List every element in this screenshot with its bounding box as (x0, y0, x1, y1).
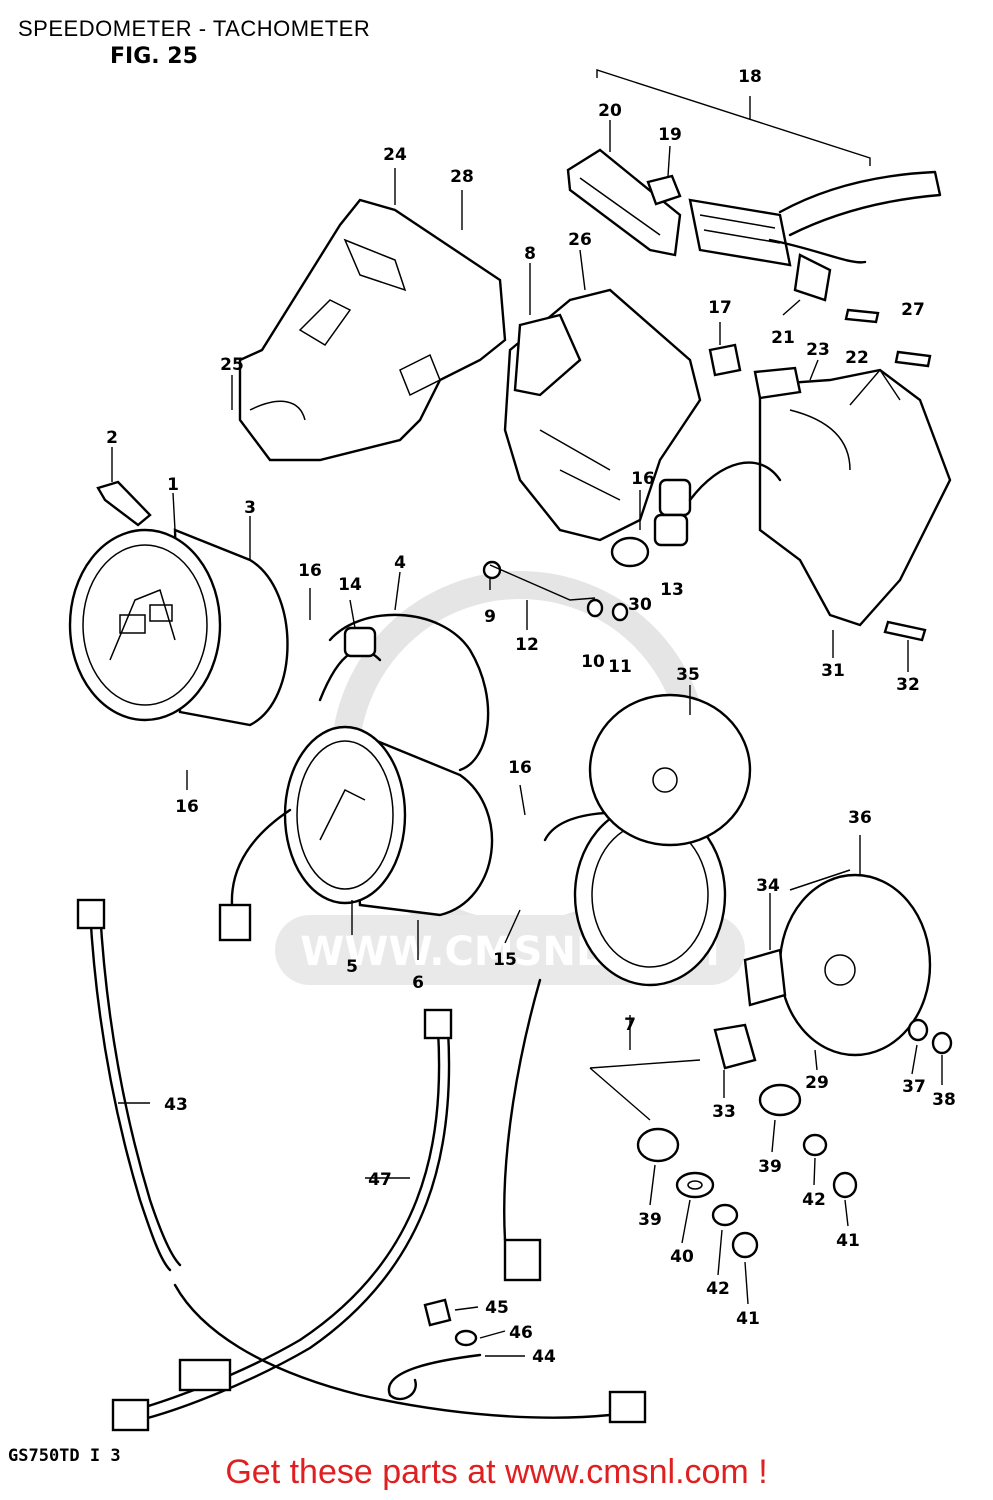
callout-17: 17 (708, 298, 732, 318)
callout-7: 7 (624, 1015, 636, 1035)
part-34-socket (743, 948, 787, 1007)
callout-18: 18 (738, 67, 762, 87)
callout-26: 26 (568, 230, 592, 250)
callout-15: 15 (493, 950, 517, 970)
callout-41a: 41 (836, 1231, 860, 1251)
callout-2: 2 (106, 428, 118, 448)
part-30-grommet (610, 536, 650, 568)
part-19-21-socket-harness (646, 170, 942, 302)
part-5-tachometer (218, 725, 494, 942)
callout-21: 21 (771, 328, 795, 348)
callout-numbers: 1 2 3 4 5 6 7 8 9 10 11 12 13 14 15 16 1… (106, 67, 956, 1367)
callout-8: 8 (524, 244, 536, 264)
hardware-fasteners (387, 308, 953, 1401)
callout-44: 44 (532, 1347, 556, 1367)
callout-33: 33 (712, 1102, 736, 1122)
callout-16a: 16 (298, 561, 322, 581)
callout-37: 37 (902, 1077, 926, 1097)
callout-25: 25 (220, 355, 244, 375)
callout-10: 10 (581, 652, 605, 672)
callout-13: 13 (660, 580, 684, 600)
callout-36: 36 (848, 808, 872, 828)
model-code: GS750TD I 3 (8, 1446, 121, 1466)
part-35-housing (588, 693, 752, 847)
callout-29: 29 (805, 1073, 829, 1093)
callout-42b: 42 (706, 1279, 730, 1299)
callout-39b: 39 (758, 1157, 782, 1177)
callout-35: 35 (676, 665, 700, 685)
callout-6: 6 (412, 973, 424, 993)
callout-20: 20 (598, 101, 622, 121)
leader-lines (111, 96, 943, 1357)
callout-47: 47 (368, 1170, 392, 1190)
callout-22: 22 (845, 348, 869, 368)
callout-38: 38 (932, 1090, 956, 1110)
callout-24: 24 (383, 145, 407, 165)
callout-42a: 42 (802, 1190, 826, 1210)
part-7-outer-case (503, 803, 727, 1282)
callout-9: 9 (484, 607, 496, 627)
callout-3: 3 (244, 498, 256, 518)
callout-19: 19 (658, 125, 682, 145)
callout-45: 45 (485, 1298, 509, 1318)
page-title: SPEEDOMETER - TACHOMETER (18, 16, 371, 41)
callout-11: 11 (608, 657, 632, 677)
callout-39a: 39 (638, 1210, 662, 1230)
bracket-18 (596, 69, 871, 166)
callout-16c: 16 (631, 469, 655, 489)
part-47-tachometer-cable (111, 1008, 453, 1432)
callout-43: 43 (164, 1095, 188, 1115)
part-24-meter-cover (238, 198, 507, 462)
callout-4: 4 (394, 553, 406, 573)
callout-5: 5 (346, 957, 358, 977)
part-23-indicator-bracket (708, 343, 952, 627)
part-2-trip-knob (96, 480, 152, 527)
part-20-indicator-housing (566, 148, 682, 257)
callout-1: 1 (167, 475, 179, 495)
callout-34: 34 (756, 876, 780, 896)
callout-28: 28 (450, 167, 474, 187)
callout-14: 14 (338, 575, 362, 595)
promo-link[interactable]: Get these parts at www.cmsnl.com ! (225, 1453, 768, 1491)
callout-30: 30 (628, 595, 652, 615)
callout-40: 40 (670, 1247, 694, 1267)
part-26-meter-bracket (503, 288, 702, 542)
callout-12: 12 (515, 635, 539, 655)
callout-16d: 16 (508, 758, 532, 778)
part-43-speedometer-cable (76, 898, 647, 1424)
callout-32: 32 (896, 675, 920, 695)
part-14-socket (343, 626, 377, 658)
figure-label: FIG. 25 (110, 44, 198, 69)
callout-46: 46 (509, 1323, 533, 1343)
part-13-bulb-sockets (653, 461, 782, 547)
part-33-stud (713, 1023, 757, 1070)
callout-31: 31 (821, 661, 845, 681)
callout-27: 27 (901, 300, 925, 320)
part-1-speedometer (68, 528, 289, 727)
callout-23: 23 (806, 340, 830, 360)
part-36-housing (778, 869, 932, 1057)
callout-41b: 41 (736, 1309, 760, 1329)
callout-16b: 16 (175, 797, 199, 817)
